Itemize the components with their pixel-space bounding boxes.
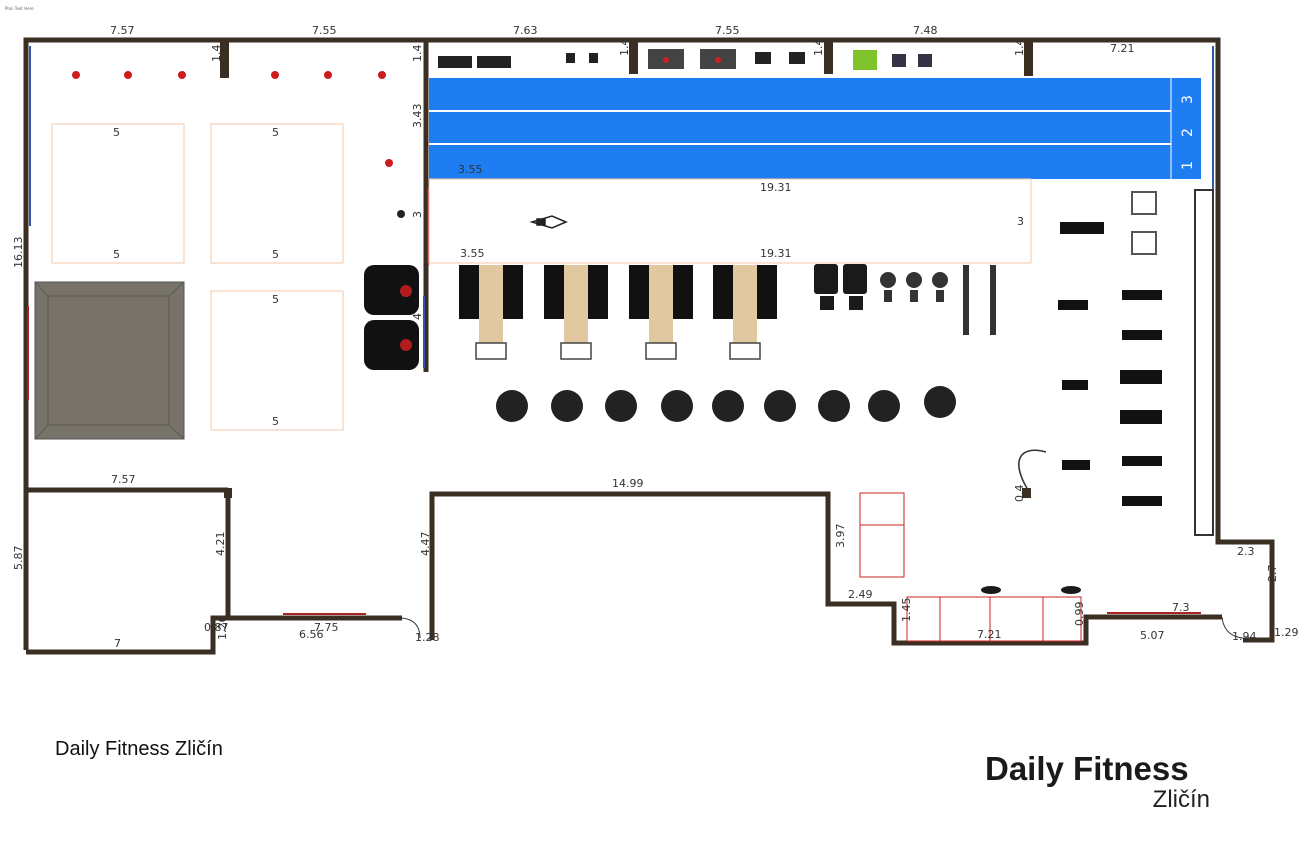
dimension-label-26: 7.57: [111, 473, 136, 486]
dimension-label-41: 1.28: [415, 631, 440, 644]
dimension-label-24: 5: [272, 293, 279, 306]
right-equipment: [1058, 222, 1162, 506]
dimension-label-40: 1.26: [216, 616, 229, 641]
pulley: [1018, 449, 1047, 491]
dimension-label-3: 7.55: [715, 24, 740, 37]
dumbbell-rack: [1194, 189, 1214, 536]
doors: [401, 616, 1244, 639]
ceiling-lights: [72, 71, 393, 167]
lane-numbers: 1 2 3: [1180, 95, 1196, 170]
dimension-label-11: 16.13: [12, 237, 25, 269]
dimension-label-44: 1.94: [1232, 630, 1257, 643]
dimension-label-8: 1.4: [812, 39, 825, 57]
caption: Daily Fitness Zličín: [55, 738, 223, 760]
dimension-label-29: 7: [114, 637, 121, 650]
dimension-labels: 7.57 7.55 7.63 7.55 7.48 7.21 1.4 1.4 1.…: [12, 24, 1299, 650]
walls: [23, 37, 1275, 655]
dimension-label-15: 19.31: [760, 181, 792, 194]
lane-1: 1: [1180, 161, 1196, 170]
top-equipment: [438, 49, 932, 70]
dimension-label-14: 3.55: [460, 247, 485, 260]
dimension-label-48: 0.4: [1013, 485, 1026, 503]
dimension-label-31: 14.99: [612, 477, 644, 490]
dimension-label-1: 7.55: [312, 24, 337, 37]
dimension-label-43: 5.07: [1140, 629, 1165, 642]
wall-stub-1: [220, 40, 229, 78]
dimension-label-21: 5: [113, 248, 120, 261]
dimension-label-9: 1.4: [1013, 39, 1026, 57]
dimension-label-4: 7.48: [913, 24, 938, 37]
dimension-label-39: 6.56: [299, 628, 324, 641]
dimension-label-19: 4: [411, 313, 424, 320]
dimension-label-27: 5.87: [12, 546, 25, 571]
dimension-label-17: 3: [1017, 215, 1024, 228]
dimension-label-16: 19.31: [760, 247, 792, 260]
mat-3: [210, 290, 344, 431]
lane-3: 3: [1180, 95, 1196, 104]
dimension-label-35: 0.99: [1073, 602, 1086, 627]
rack-frames: [1131, 191, 1157, 255]
boat: [529, 215, 568, 229]
dimension-label-7: 1.4: [618, 39, 631, 57]
massage-chairs: [364, 265, 419, 370]
window-red: [27, 188, 1201, 615]
wall-stub-2: [629, 40, 638, 74]
windows: [29, 46, 1214, 368]
dimension-label-46: 2.3: [1237, 545, 1255, 558]
dimension-label-28: 4.21: [214, 532, 227, 557]
red-disks: [981, 586, 1081, 594]
dimension-label-23: 5: [272, 248, 279, 261]
bikes: [814, 264, 867, 310]
row-machines: [880, 265, 996, 335]
wall-post: [224, 488, 232, 498]
pool-deck: [428, 178, 1032, 264]
wall-stub-3: [824, 40, 833, 74]
corridor-wall: [429, 491, 1222, 646]
strength-machines: [496, 386, 956, 422]
dimension-label-6: 1.4: [210, 45, 223, 63]
lane-2: 2: [1180, 128, 1196, 137]
dimension-label-0: 7.57: [110, 24, 135, 37]
dimension-label-47: 2.7: [1266, 565, 1279, 583]
dimension-label-18: 3: [411, 211, 424, 218]
dimension-label-38: 7.75: [314, 621, 339, 634]
dimension-label-25: 5: [272, 415, 279, 428]
dimension-label-42: 7.3: [1172, 601, 1190, 614]
dimension-label-33: 2.49: [848, 588, 873, 601]
pool: [429, 78, 1201, 179]
outer-wall-main: [23, 37, 1275, 650]
dimension-label-13: 3.55: [458, 163, 483, 176]
dimension-label-10: 1.4: [411, 45, 424, 63]
dimension-label-32: 3.97: [834, 524, 847, 549]
logo-sub: Zličín: [1152, 786, 1210, 813]
pillar: [1022, 488, 1031, 498]
dimension-label-20: 5: [113, 126, 120, 139]
red-frame: [859, 492, 1082, 642]
boxing-ring: [34, 281, 185, 440]
mat-1: [51, 123, 185, 264]
wall-stubs: [220, 40, 1033, 498]
dimension-label-45: 1.29: [1274, 626, 1299, 639]
bench-bases: [475, 342, 761, 360]
dimension-label-22: 5: [272, 126, 279, 139]
logo-main: Daily Fitness: [985, 750, 1189, 787]
room-wall-bottom: [26, 615, 402, 655]
mats: [51, 123, 344, 431]
dimension-label-37: 0.87: [204, 621, 229, 634]
mat-2: [210, 123, 344, 264]
corner-note: Plan Text Here: [5, 6, 34, 11]
wall-stub-4: [1024, 40, 1033, 76]
dimension-label-2: 7.63: [513, 24, 538, 37]
logo: Daily Fitness Zličín: [985, 750, 1225, 820]
dimension-label-30: 4.47: [419, 532, 432, 557]
dimension-label-34: 1.45: [900, 598, 913, 623]
dimension-label-12: 3.43: [411, 104, 424, 129]
benches: [459, 265, 777, 343]
dimension-label-5: 7.21: [1110, 42, 1135, 55]
dimension-label-36: 7.21: [977, 628, 1002, 641]
